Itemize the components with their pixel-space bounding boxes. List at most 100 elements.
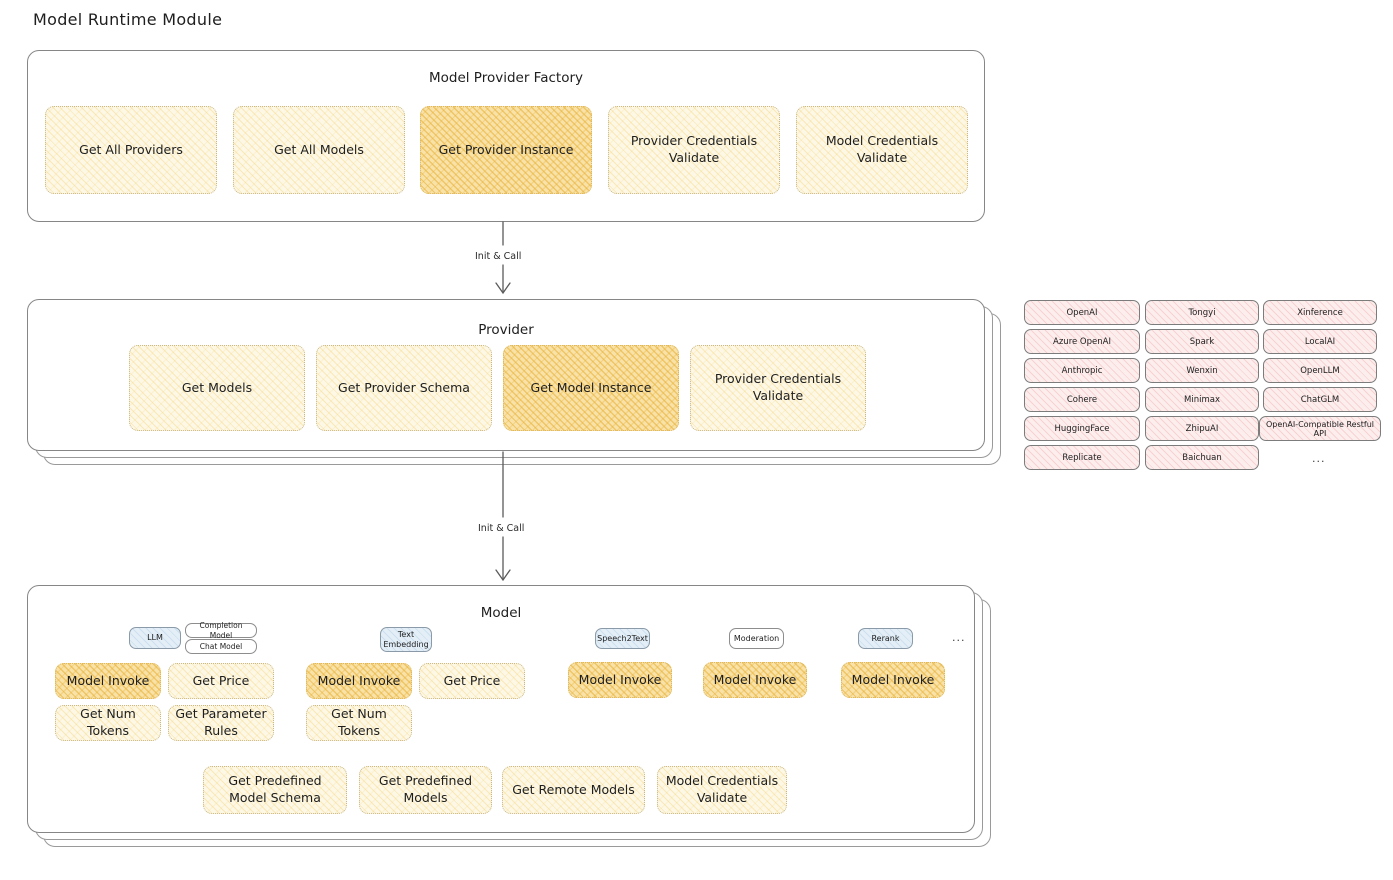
provider-chip-minimax[interactable]: Minimax (1145, 387, 1259, 412)
provider-node-label: Provider Credentials Validate (714, 371, 842, 403)
provider-chip-label: ChatGLM (1300, 394, 1340, 405)
provider-chip-openai-compatible-restful-api[interactable]: OpenAI-Compatible Restful API (1259, 416, 1381, 441)
model-common-method-label: Get Predefined Models (378, 773, 473, 805)
factory-node-label: Provider Credentials Validate (630, 133, 758, 165)
factory-node-label: Get All Models (274, 141, 364, 157)
model-method-label: Model Invoke (713, 671, 797, 687)
model-type-tag-label: Moderation (733, 633, 780, 643)
provider-chip-openllm[interactable]: OpenLLM (1263, 358, 1377, 383)
provider-chip-cohere[interactable]: Cohere (1024, 387, 1140, 412)
model-type-tag-label: Rerank (871, 633, 900, 643)
model-type-tag-speech2text[interactable]: Speech2Text (595, 628, 650, 649)
provider-chip-baichuan[interactable]: Baichuan (1145, 445, 1259, 470)
provider-chip-label: OpenAI-Compatible Restful API (1266, 419, 1374, 438)
provider-chip-label: OpenAI (1066, 307, 1098, 318)
arrow-label-init-and-call-1: Init & Call (472, 251, 525, 262)
provider-chip-label: ZhipuAI (1185, 423, 1219, 434)
provider-chip-xinference[interactable]: Xinference (1263, 300, 1377, 325)
model-common-method-get-predefined-models[interactable]: Get Predefined Models (359, 766, 492, 814)
model-method-label: Get Num Tokens (331, 706, 387, 738)
factory-node-label: Get All Providers (79, 141, 183, 157)
model-method-label: Get Price (443, 672, 501, 688)
provider-node-get-models[interactable]: Get Models (129, 345, 305, 431)
provider-node-get-model-instance[interactable]: Get Model Instance (503, 345, 679, 431)
provider-title: Provider (478, 322, 534, 338)
model-common-method-label: Model Credentials Validate (665, 773, 779, 805)
provider-chip-label: Cohere (1066, 394, 1098, 405)
model-type-tag-label: LLM (147, 633, 163, 642)
model-method-rerank-model-invoke[interactable]: Model Invoke (841, 662, 945, 698)
factory-node-provider-credentials-validate[interactable]: Provider Credentials Validate (608, 106, 780, 194)
page-title: Model Runtime Module (33, 10, 223, 29)
model-type-tag-label: Text Embedding (383, 629, 429, 649)
factory-node-label: Get Provider Instance (438, 141, 574, 157)
factory-node-get-provider-instance[interactable]: Get Provider Instance (420, 106, 592, 194)
model-method-text-embedding-get-num-tokens[interactable]: Get Num Tokens (306, 705, 412, 741)
model-method-speech2text-model-invoke[interactable]: Model Invoke (568, 662, 672, 698)
provider-chip-label: Replicate (1062, 452, 1102, 463)
model-method-moderation-model-invoke[interactable]: Model Invoke (703, 662, 807, 698)
provider-node-provider-credentials-validate[interactable]: Provider Credentials Validate (690, 345, 866, 431)
provider-chip-azure-openai[interactable]: Azure OpenAI (1024, 329, 1140, 354)
model-provider-factory-title: Model Provider Factory (428, 70, 583, 86)
provider-chip-label: Azure OpenAI (1053, 336, 1111, 347)
model-method-llm-model-invoke[interactable]: Model Invoke (55, 663, 161, 699)
model-title: Model (480, 605, 522, 621)
model-common-method-label: Get Remote Models (512, 781, 635, 797)
provider-node-label: Get Model Instance (530, 379, 652, 395)
provider-chip-wenxin[interactable]: Wenxin (1145, 358, 1259, 383)
provider-chip-localai[interactable]: LocalAI (1263, 329, 1377, 354)
provider-chip-label: Spark (1189, 336, 1215, 347)
model-common-method-get-predefined-model-schema[interactable]: Get Predefined Model Schema (203, 766, 347, 814)
model-method-label: Get Num Tokens (80, 706, 136, 738)
provider-list-more-ellipsis: ... (1312, 452, 1326, 465)
provider-chip-spark[interactable]: Spark (1145, 329, 1259, 354)
model-method-label: Get Price (192, 672, 250, 688)
arrow-label-init-and-call-2: Init & Call (475, 523, 528, 534)
provider-chip-label: HuggingFace (1054, 423, 1110, 434)
provider-chip-label: Tongyi (1188, 307, 1216, 318)
provider-chip-replicate[interactable]: Replicate (1024, 445, 1140, 470)
model-method-text-embedding-get-price[interactable]: Get Price (419, 663, 525, 699)
model-method-label: Get Parameter Rules (175, 706, 267, 738)
model-common-method-label: Get Predefined Model Schema (228, 773, 322, 805)
factory-node-get-all-models[interactable]: Get All Models (233, 106, 405, 194)
factory-node-model-credentials-validate[interactable]: Model Credentials Validate (796, 106, 968, 194)
model-type-tag-moderation[interactable]: Moderation (729, 628, 784, 649)
provider-chip-label: Anthropic (1061, 365, 1103, 376)
model-common-method-get-remote-models[interactable]: Get Remote Models (502, 766, 645, 814)
provider-chip-label: Xinference (1297, 307, 1343, 318)
provider-chip-chatglm[interactable]: ChatGLM (1263, 387, 1377, 412)
model-subtag-completion-model[interactable]: Completion Model (185, 621, 257, 640)
model-method-llm-get-num-tokens[interactable]: Get Num Tokens (55, 705, 161, 741)
factory-node-label: Model Credentials Validate (825, 133, 939, 165)
model-method-label: Model Invoke (578, 671, 662, 687)
model-method-llm-get-price[interactable]: Get Price (168, 663, 274, 699)
model-method-label: Model Invoke (851, 671, 935, 687)
model-method-label: Model Invoke (317, 672, 401, 688)
provider-chip-label: OpenLLM (1300, 365, 1340, 376)
factory-node-get-all-providers[interactable]: Get All Providers (45, 106, 217, 194)
model-subtag-chat-model[interactable]: Chat Model (185, 639, 257, 654)
provider-node-label: Get Provider Schema (338, 379, 470, 395)
provider-chip-label: Baichuan (1182, 452, 1222, 463)
model-type-tag-llm[interactable]: LLM (129, 627, 181, 649)
provider-node-label: Get Models (181, 379, 253, 395)
provider-chip-tongyi[interactable]: Tongyi (1145, 300, 1259, 325)
model-method-llm-get-parameter-rules[interactable]: Get Parameter Rules (168, 705, 274, 741)
provider-chip-anthropic[interactable]: Anthropic (1024, 358, 1140, 383)
model-type-tag-rerank[interactable]: Rerank (858, 628, 913, 649)
provider-chip-huggingface[interactable]: HuggingFace (1024, 416, 1140, 441)
model-method-label: Model Invoke (66, 672, 150, 688)
provider-chip-label: LocalAI (1304, 336, 1336, 347)
provider-chip-zhipuai[interactable]: ZhipuAI (1145, 416, 1259, 441)
model-type-tag-text-embedding[interactable]: Text Embedding (380, 627, 432, 652)
provider-node-get-provider-schema[interactable]: Get Provider Schema (316, 345, 492, 431)
model-method-text-embedding-model-invoke[interactable]: Model Invoke (306, 663, 412, 699)
model-common-method-model-credentials-validate[interactable]: Model Credentials Validate (657, 766, 787, 814)
model-type-tag-label: Speech2Text (597, 633, 648, 643)
provider-chip-label: Wenxin (1186, 365, 1218, 376)
model-subtag-label: Chat Model (199, 641, 243, 651)
provider-chip-openai[interactable]: OpenAI (1024, 300, 1140, 325)
